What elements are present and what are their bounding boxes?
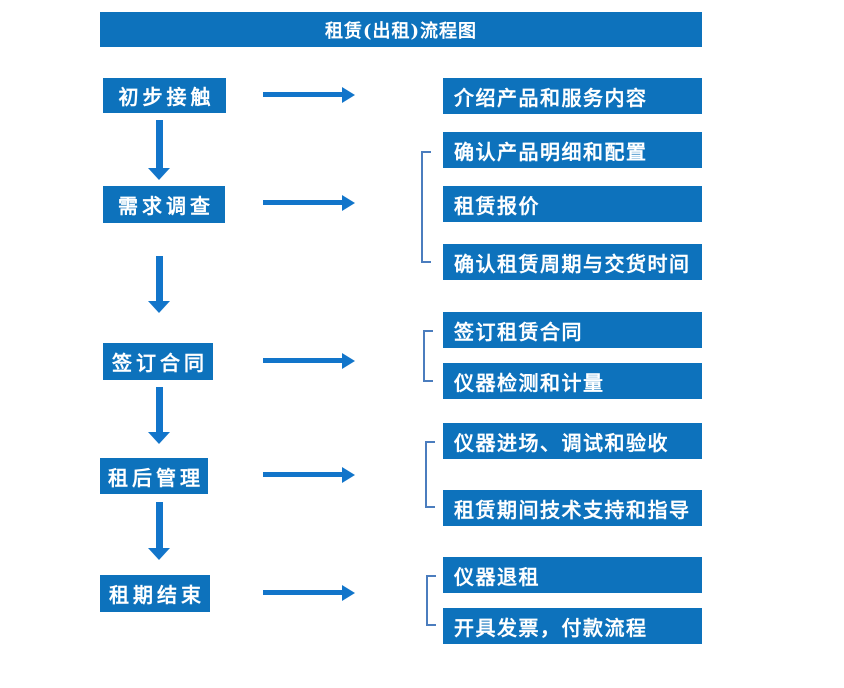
detail-label: 开具发票，付款流程 xyxy=(454,615,648,640)
step-box-rental-end: 租期结束 xyxy=(100,575,210,612)
step-label: 需求调查 xyxy=(118,194,214,218)
arrow-down-icon xyxy=(148,387,170,444)
detail-label: 确认租赁周期与交货时间 xyxy=(454,251,691,276)
arrow-down-icon xyxy=(148,256,170,313)
flowchart-title-bar: 租赁(出租)流程图 xyxy=(100,12,702,47)
arrow-head xyxy=(148,432,170,444)
arrow-down-icon xyxy=(148,502,170,560)
detail-label: 仪器退租 xyxy=(454,564,540,589)
arrow-right-icon xyxy=(263,353,355,369)
detail-box-introduce-products: 介绍产品和服务内容 xyxy=(443,78,702,114)
arrow-shaft xyxy=(156,120,163,168)
detail-box-sign-rental-contract: 签订租赁合同 xyxy=(443,312,702,348)
arrow-right-icon xyxy=(263,87,355,103)
group-bracket-rental-end xyxy=(426,575,436,626)
group-bracket-demand-survey xyxy=(421,151,431,263)
step-box-sign-contract: 签订合同 xyxy=(103,343,213,380)
arrow-shaft xyxy=(156,387,163,432)
arrow-head xyxy=(342,585,355,601)
step-label: 签订合同 xyxy=(112,351,208,375)
arrow-head xyxy=(148,301,170,313)
step-label: 租期结束 xyxy=(109,583,205,607)
group-bracket-sign-contract xyxy=(423,330,433,382)
arrow-shaft xyxy=(263,200,342,205)
arrow-right-icon xyxy=(263,467,355,483)
arrow-head xyxy=(148,168,170,180)
detail-label: 签订租赁合同 xyxy=(454,319,583,344)
detail-box-instrument-setup-acceptance: 仪器进场、调试和验收 xyxy=(443,423,702,459)
group-bracket-post-rental xyxy=(425,441,435,508)
detail-label: 租赁期间技术支持和指导 xyxy=(454,497,691,522)
page-title: 租赁(出租)流程图 xyxy=(324,20,478,42)
detail-box-instrument-return: 仪器退租 xyxy=(443,557,702,593)
detail-box-confirm-product-details: 确认产品明细和配置 xyxy=(443,132,702,168)
arrow-shaft xyxy=(263,472,342,477)
detail-box-technical-support: 租赁期间技术支持和指导 xyxy=(443,490,702,526)
arrow-head xyxy=(342,353,355,369)
step-label: 初步接触 xyxy=(118,85,215,109)
detail-box-invoice-payment: 开具发票，付款流程 xyxy=(443,608,702,644)
detail-label: 租赁报价 xyxy=(454,193,540,218)
arrow-shaft xyxy=(263,358,342,363)
arrow-right-icon xyxy=(263,585,355,601)
step-label: 租后管理 xyxy=(108,465,204,490)
detail-label: 确认产品明细和配置 xyxy=(454,139,648,164)
detail-box-confirm-rental-period: 确认租赁周期与交货时间 xyxy=(443,244,702,280)
arrow-head xyxy=(342,195,355,211)
arrow-head xyxy=(342,467,355,483)
step-box-initial-contact: 初步接触 xyxy=(103,78,226,113)
step-box-demand-survey: 需求调查 xyxy=(103,186,225,223)
arrow-shaft xyxy=(263,590,342,595)
arrow-head xyxy=(148,548,170,560)
detail-box-instrument-testing: 仪器检测和计量 xyxy=(443,363,702,399)
detail-label: 仪器进场、调试和验收 xyxy=(454,430,669,455)
arrow-shaft xyxy=(156,502,163,548)
arrow-head xyxy=(342,87,355,103)
detail-box-rental-quote: 租赁报价 xyxy=(443,186,702,222)
arrow-right-icon xyxy=(263,195,355,211)
arrow-shaft xyxy=(156,256,163,301)
detail-label: 仪器检测和计量 xyxy=(454,370,605,395)
step-box-post-rental-management: 租后管理 xyxy=(100,458,208,494)
detail-label: 介绍产品和服务内容 xyxy=(454,85,648,110)
arrow-down-icon xyxy=(148,120,170,180)
arrow-shaft xyxy=(263,92,342,97)
